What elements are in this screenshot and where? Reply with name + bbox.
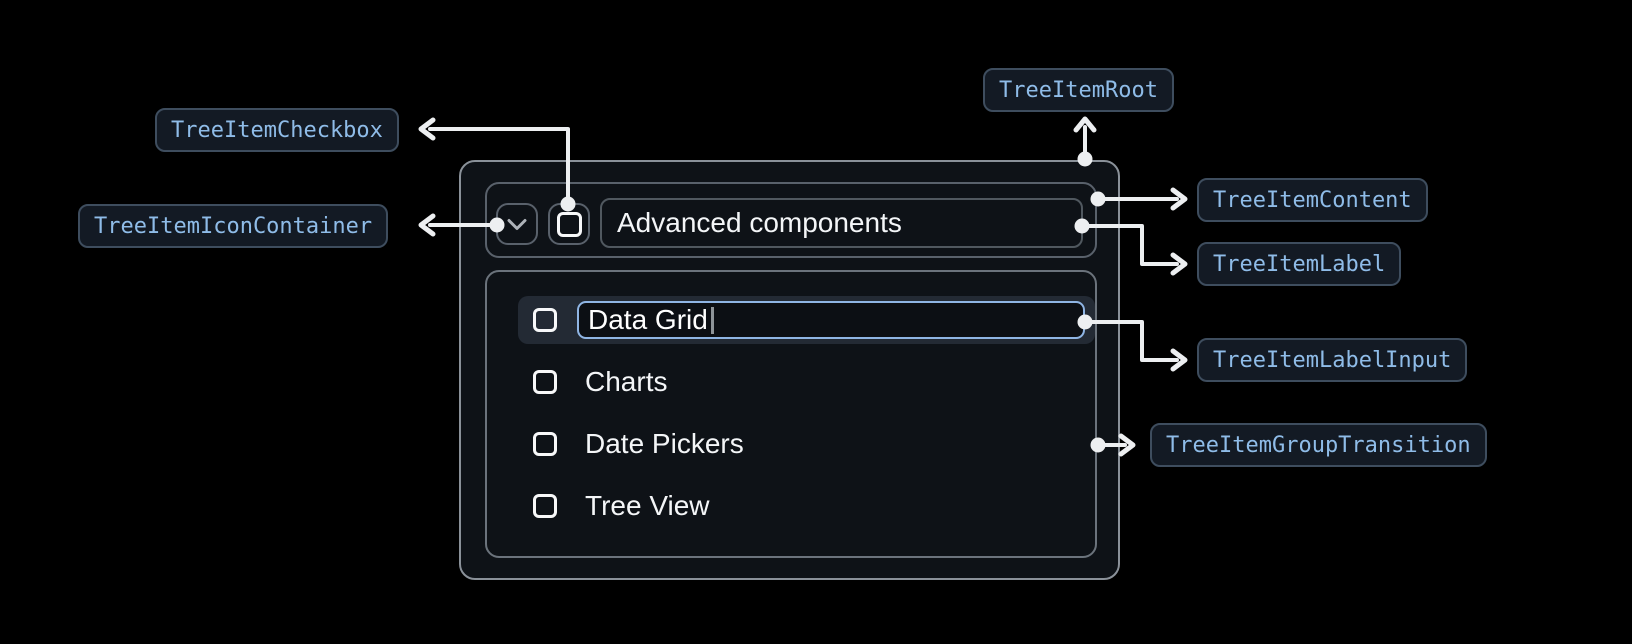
badge-tree-item-icon-container: TreeItemIconContainer — [78, 204, 389, 248]
checkbox-unchecked-icon[interactable] — [533, 494, 557, 518]
chevron-down-icon — [507, 218, 527, 230]
tree-row-label: Tree View — [585, 490, 710, 521]
tree-item-label-input[interactable]: Data Grid — [577, 301, 1085, 339]
tree-row[interactable]: Date Pickers — [518, 420, 1095, 468]
tree-item-group-transition: Data Grid Charts Date Pickers Tree View — [485, 270, 1097, 558]
tree-row-label: Charts — [585, 366, 668, 397]
tree-item-icon-container[interactable] — [496, 203, 538, 245]
badge-tree-item-group-transition: TreeItemGroupTransition — [1150, 423, 1487, 467]
tree-item-root: Advanced components Data Grid Charts Dat… — [459, 160, 1120, 580]
tree-row[interactable]: Charts — [518, 358, 1095, 406]
checkbox-unchecked-icon[interactable] — [533, 432, 557, 456]
tree-item-checkbox[interactable] — [548, 203, 590, 245]
tree-item-content[interactable]: Advanced components — [485, 182, 1097, 258]
badge-tree-item-content: TreeItemContent — [1197, 178, 1428, 222]
badge-tree-item-label-input: TreeItemLabelInput — [1197, 338, 1468, 382]
badge-tree-item-label: TreeItemLabel — [1197, 242, 1402, 286]
badge-tree-item-root: TreeItemRoot — [983, 68, 1174, 112]
checkbox-unchecked-icon[interactable] — [533, 308, 557, 332]
text-caret — [710, 306, 714, 334]
badge-tree-item-checkbox: TreeItemCheckbox — [155, 108, 399, 152]
tree-item-label: Advanced components — [600, 198, 1083, 248]
parent-item-label-text: Advanced components — [617, 207, 902, 238]
tree-row[interactable]: Tree View — [518, 482, 1095, 530]
tree-row-label: Date Pickers — [585, 428, 744, 459]
tree-row-editing[interactable]: Data Grid — [518, 296, 1095, 344]
checkbox-unchecked-icon — [556, 211, 582, 237]
label-input-value: Data Grid — [588, 304, 708, 335]
checkbox-unchecked-icon[interactable] — [533, 370, 557, 394]
